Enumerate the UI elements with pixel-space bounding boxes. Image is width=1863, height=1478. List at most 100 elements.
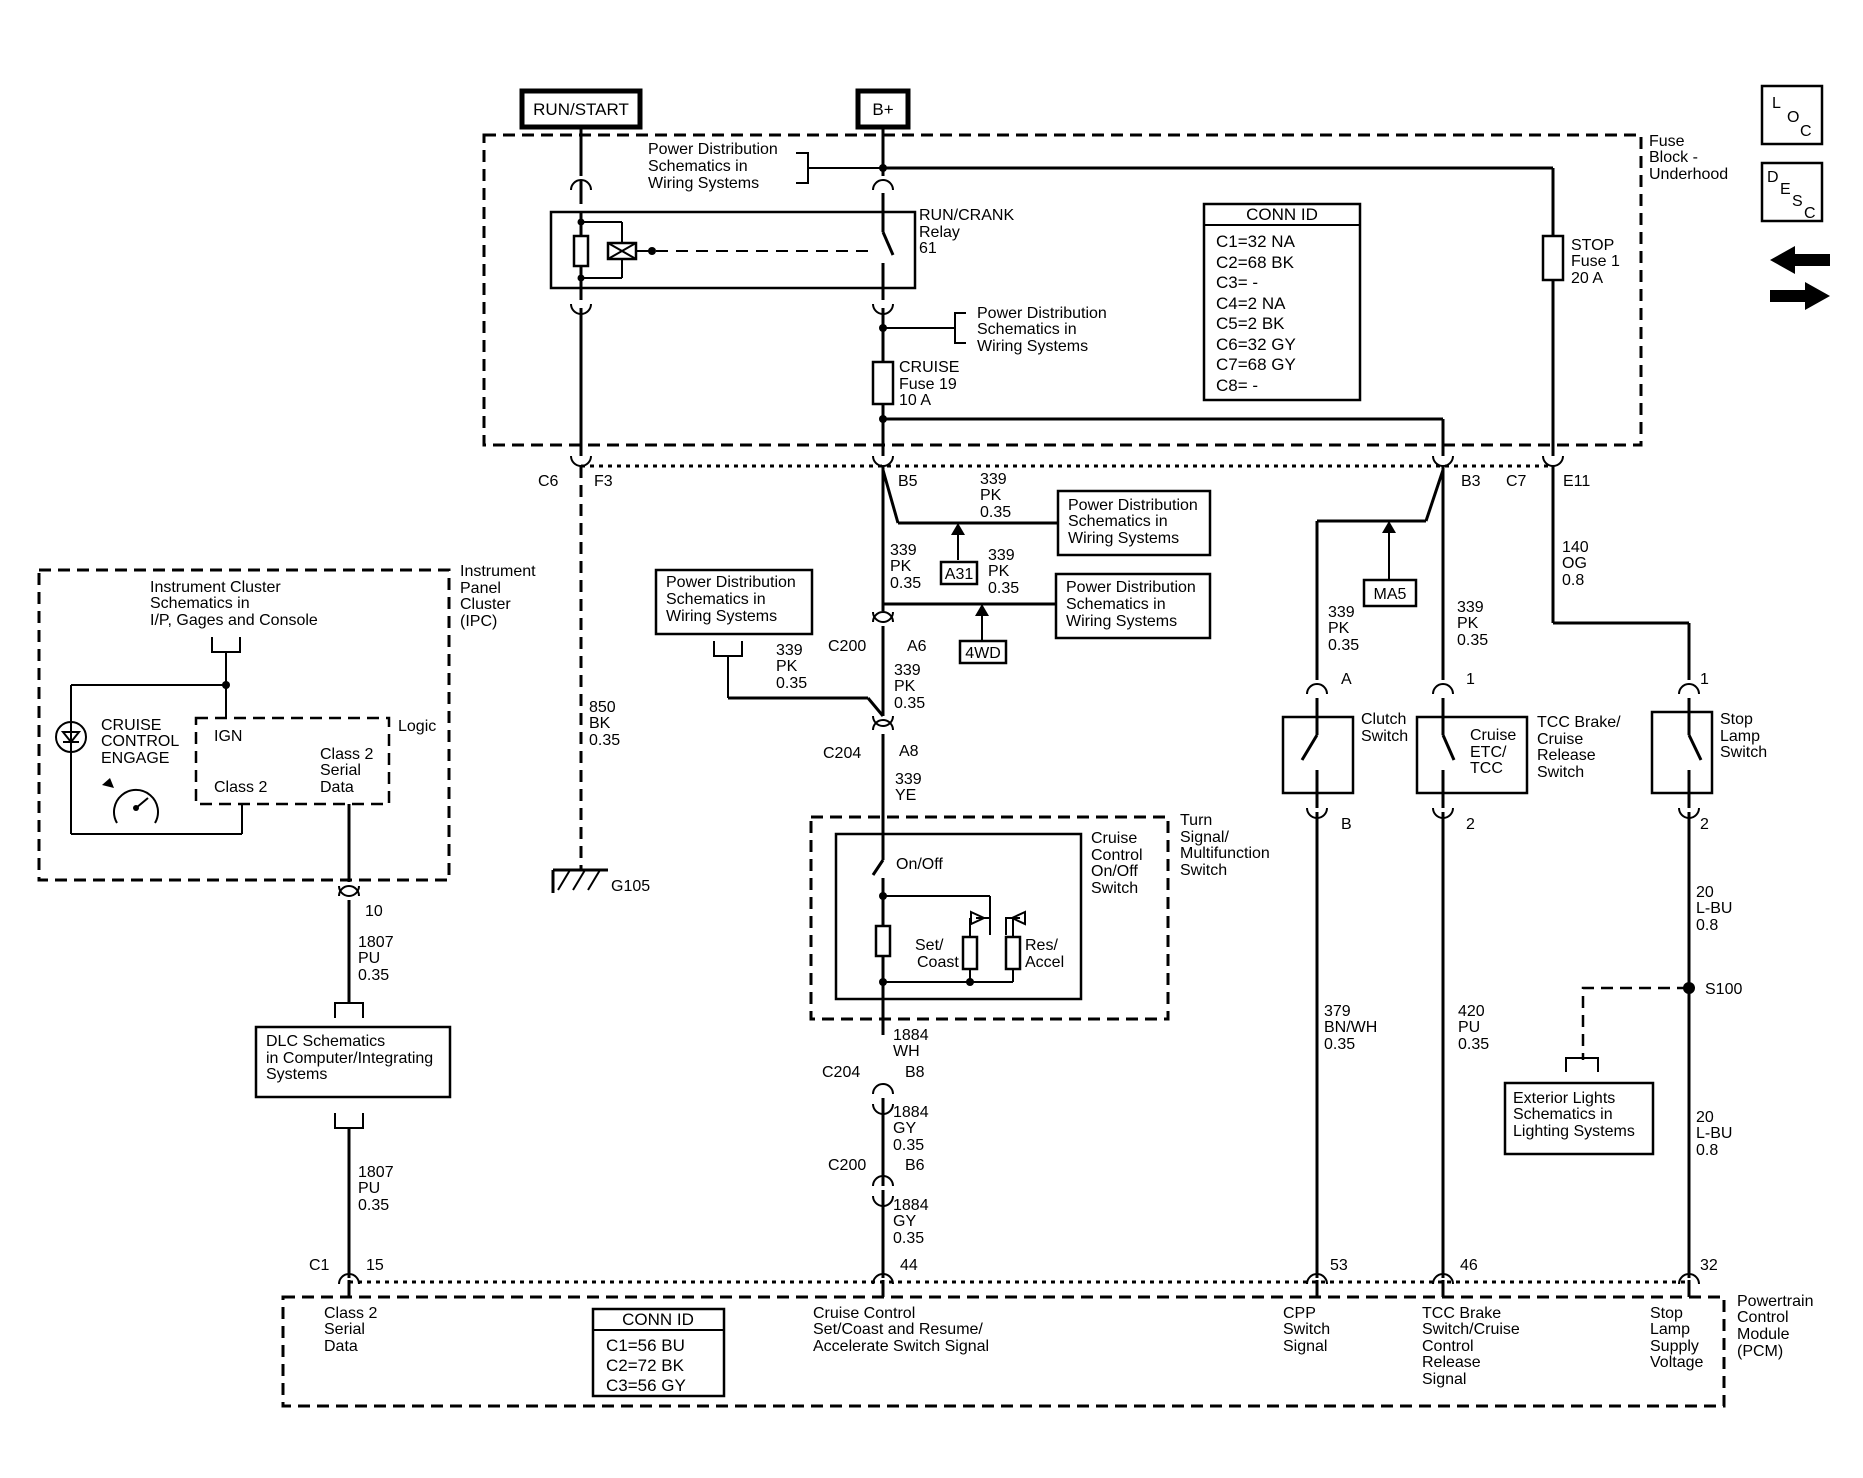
pcm-pin-15: 15 — [366, 1257, 384, 1274]
clutch-switch-label: Clutch Switch — [1361, 711, 1411, 745]
pin-e11: E11 — [1563, 473, 1590, 490]
relay-label: RUN/CRANK Relay 61 — [919, 207, 1019, 257]
set-coast-label: Set/ Coast — [915, 937, 959, 971]
c200-a6-label: C200 — [828, 638, 866, 655]
pcm-signal-tcc: TCC Brake Switch/Cruise Control Release … — [1422, 1305, 1524, 1388]
wire-1807-bot: 1807 PU 0.35 — [358, 1164, 398, 1214]
exterior-lights-ref[interactable] — [1503, 1081, 1655, 1156]
svg-text:Power Distribution Schemat: Power Distribution Schematics in Wiring … — [1066, 579, 1200, 630]
ipc-outline — [37, 568, 451, 882]
resistor-1 — [874, 924, 892, 958]
cruise-fuse — [871, 360, 895, 406]
loc-icon[interactable] — [1760, 84, 1824, 146]
wire-339-4wd: 339 PK 0.35 — [988, 547, 1019, 597]
pcm-pin-44: 44 — [900, 1257, 918, 1274]
pin-b3: B3 — [1461, 473, 1481, 490]
pds-ref-left[interactable] — [654, 568, 814, 636]
wire-339-tcc: 339 PK 0.35 — [1457, 599, 1488, 649]
run-crank-relay — [549, 210, 917, 290]
svg-text:DESC: DESC — [1767, 169, 1816, 222]
stop-fuse-label: STOP Fuse 1 20 A — [1571, 237, 1624, 287]
wire-339-clutch: 339 PK 0.35 — [1328, 604, 1359, 654]
tcc-pin-2: 2 — [1466, 816, 1475, 833]
desc-icon[interactable] — [1760, 161, 1824, 223]
wire-339-b5: 339 PK 0.35 — [980, 471, 1011, 521]
wire-850: 850 BK 0.35 — [589, 699, 620, 749]
4wd-ref[interactable] — [958, 639, 1008, 665]
svg-text:A8: A8 — [899, 743, 919, 760]
tcc-pin-1: 1 — [1466, 671, 1475, 688]
turn-switch-name: Turn Signal/ Multifunction Switch — [1180, 812, 1274, 879]
arrows-icon[interactable] — [1770, 246, 1830, 310]
wire-1884-gy2: 1884 GY 0.35 — [893, 1197, 933, 1247]
pcm-conn-id — [591, 1307, 726, 1398]
svg-text:Exterior Lights Schematics: Exterior Lights Schematics in Lighting S… — [1513, 1090, 1635, 1140]
fuse-block-outline — [482, 133, 1643, 447]
pcm-conn-id-list: C1=56 BU C2=72 BK C3=56 GY — [606, 1336, 690, 1395]
wire-140: 140 OG 0.8 — [1562, 539, 1593, 589]
pds-ref-b5[interactable] — [1056, 489, 1212, 557]
ipc-ref: Instrument Cluster Schematics in I/P, Ga… — [150, 579, 318, 629]
svg-text:MA5: MA5 — [1374, 586, 1407, 603]
wire-339-ye: 339 YE — [895, 771, 926, 804]
cruise-engage-label: CRUISE CONTROL ENGAGE — [101, 717, 183, 767]
a31-ref[interactable] — [939, 560, 979, 586]
pcm-signal-cpp: CPP Switch Signal — [1283, 1305, 1335, 1355]
res-accel-label: Res/ Accel — [1025, 937, 1064, 971]
svg-text:DLC Schematics in Computer: DLC Schematics in Computer/Integrating S… — [266, 1033, 438, 1083]
cruise-on-off-switch — [834, 832, 1083, 1001]
pcm-signal-cruise: Cruise Control Set/Coast and Resume/ Acc… — [813, 1305, 989, 1355]
svg-text:Power Distribution Schemat: Power Distribution Schematics in Wiring … — [666, 574, 800, 625]
cruise-fuse-label: CRUISE Fuse 19 10 A — [899, 359, 964, 409]
svg-text:4WD: 4WD — [965, 645, 1001, 662]
ground-g105 — [551, 868, 608, 893]
ipc-class2-left: Class 2 — [214, 779, 267, 796]
tcc-switch — [1415, 715, 1529, 795]
ipc-pin-10: 10 — [365, 903, 383, 920]
g105-label: G105 — [611, 878, 650, 895]
svg-text:A31: A31 — [945, 566, 974, 583]
wire-20-top: 20 L-BU 0.8 — [1696, 884, 1737, 934]
speedometer-icon — [102, 778, 159, 824]
svg-text:LOC: LOC — [1772, 95, 1812, 140]
b-plus-label: B+ — [872, 100, 893, 119]
pin-c7: C7 — [1506, 473, 1527, 490]
s100-label: S100 — [1705, 981, 1742, 998]
c200-b6-label: C200 — [828, 1157, 866, 1174]
pcm-pin-32: 32 — [1700, 1257, 1718, 1274]
svg-text:B6: B6 — [905, 1157, 925, 1174]
wire-339-left: 339 PK 0.35 — [890, 542, 921, 592]
clutch-pin-a: A — [1341, 671, 1352, 688]
pcm-outline — [281, 1295, 1726, 1408]
ipc-ign-label: IGN — [214, 728, 242, 745]
pin-f3: F3 — [594, 473, 613, 490]
wire-339-c200: 339 PK 0.35 — [894, 662, 925, 712]
wire-1807-top: 1807 PU 0.35 — [358, 934, 398, 984]
resistor-set-coast — [961, 935, 979, 971]
pin-c6: C6 — [538, 473, 559, 490]
stop-lamp-label: Stop Lamp Switch — [1720, 711, 1767, 761]
cruise-switch-name: Cruise Control On/Off Switch — [1091, 830, 1147, 897]
stop-pin-2: 2 — [1700, 816, 1709, 833]
ipc-logic-label: Logic — [398, 718, 436, 735]
on-off-label: On/Off — [896, 856, 943, 873]
run-start-label: RUN/START — [533, 100, 629, 119]
stop-lamp-switch — [1650, 710, 1714, 795]
pds-ref-4wd[interactable] — [1054, 572, 1212, 640]
fuse-block-name: Fuse Block - Underhood — [1649, 133, 1728, 183]
wire-339-pds: 339 PK 0.35 — [776, 642, 807, 692]
fuse-block-conn-id-title: CONN ID — [1246, 205, 1318, 224]
cruise-engage-lamp-icon — [55, 721, 87, 753]
cruise-etc-label: Cruise ETC/ TCC — [1470, 727, 1521, 777]
ipc-class2-data: Class 2 Serial Data — [320, 746, 378, 796]
svg-text:A6: A6 — [907, 638, 927, 655]
svg-text:B8: B8 — [905, 1064, 925, 1081]
fuse-block-conn-id — [1202, 202, 1362, 402]
pin-b5: B5 — [898, 473, 918, 490]
pcm-signal-class2: Class 2 Serial Data — [324, 1305, 382, 1355]
wire-379: 379 BN/WH 0.35 — [1324, 1003, 1382, 1053]
pcm-pin-46: 46 — [1460, 1257, 1478, 1274]
dlc-ref[interactable] — [254, 1025, 452, 1099]
pcm-c1: C1 — [309, 1257, 330, 1274]
pcm-conn-id-title: CONN ID — [622, 1310, 694, 1329]
